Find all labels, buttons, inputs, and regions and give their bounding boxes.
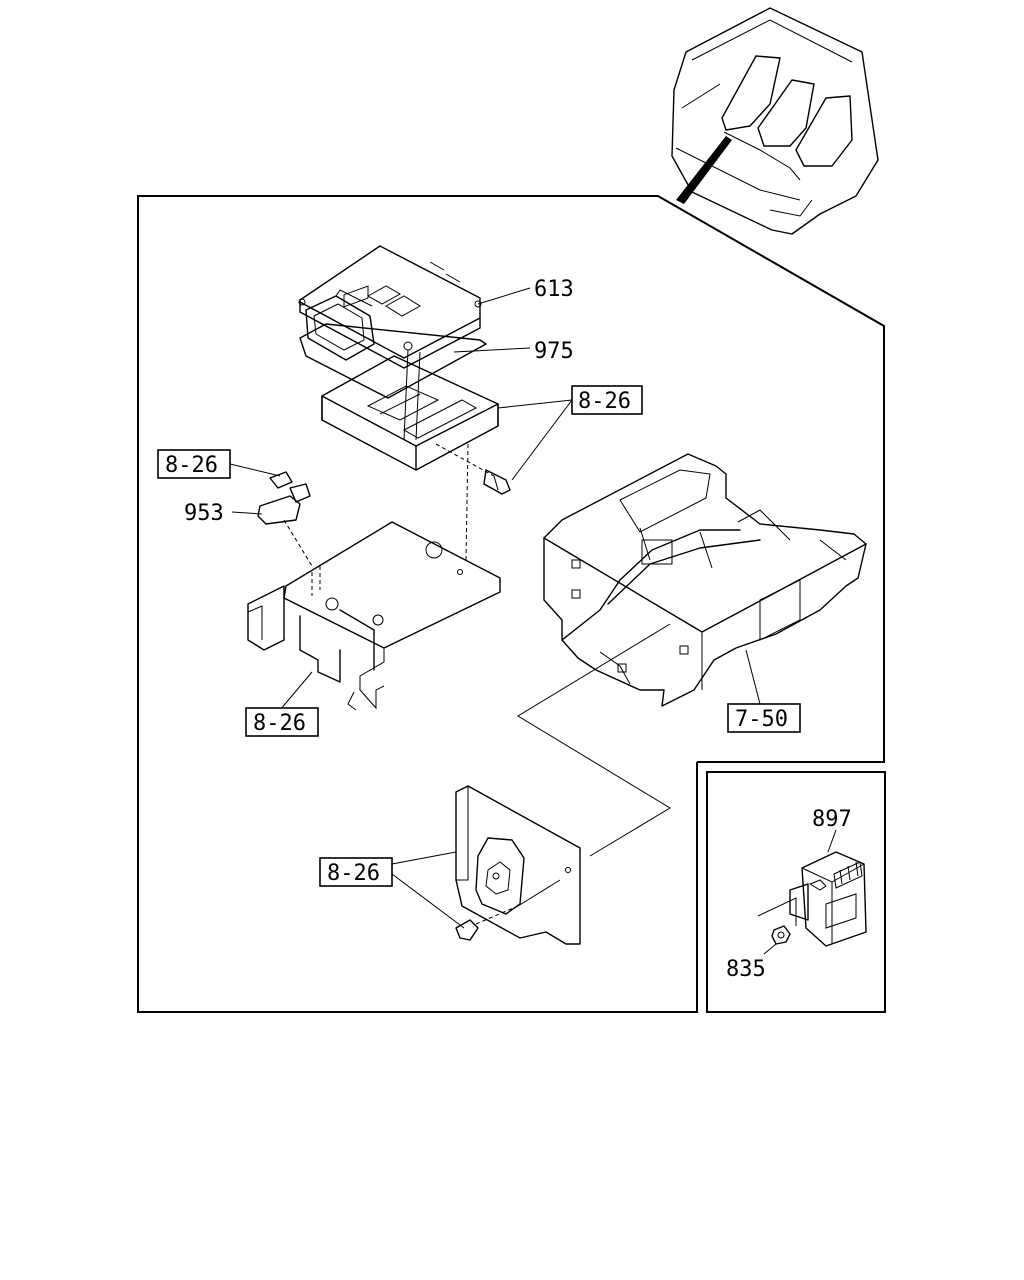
seat-plate-guide [517,623,671,857]
base-plate [247,521,501,711]
callout-975: 975 [534,339,574,364]
svg-text:8-26: 8-26 [327,861,380,886]
leader-897 [827,829,837,853]
svg-text:8-26: 8-26 [578,389,631,414]
callout-835: 835 [726,957,766,982]
callout-953: 953 [184,501,224,526]
bracket-guide [465,443,469,561]
ref-box-bracket: 8-26 [571,385,643,415]
leader-ref-bracket [497,399,573,409]
leader-975 [453,347,531,353]
callout-897: 897 [812,807,852,832]
sensor [257,471,313,567]
svg-text:8-26: 8-26 [165,453,218,478]
ref-box-seat: 7-50 [727,703,801,733]
leader-ref-bolt [511,399,573,481]
ref-box-base: 8-26 [245,707,319,737]
inset-frame [706,771,886,1013]
leader-953 [231,511,263,515]
leader-ref-base [279,671,313,711]
ref-box-sensor: 8-26 [157,449,231,479]
svg-text:7-50: 7-50 [735,707,788,732]
relay-module [757,851,867,947]
ecu-pad [299,323,487,399]
callout-613: 613 [534,277,574,302]
ecu-module [298,245,482,369]
leader-ref-plate-a [391,851,457,865]
svg-text:8-26: 8-26 [253,711,306,736]
bracket-bolt [435,443,511,495]
ecu-bracket [321,349,499,471]
main-frame [137,195,885,1013]
leader-613 [477,287,531,305]
cab-thumbnail [671,7,879,235]
side-plate [455,785,581,945]
ref-box-plate: 8-26 [319,857,393,887]
seat-frame [543,453,867,707]
leader-ref-plate-b [391,873,465,929]
leader-835 [763,943,777,955]
leader-ref-seat [745,649,761,705]
leader-ref-sensor [229,463,281,477]
relay-nut [771,925,791,945]
